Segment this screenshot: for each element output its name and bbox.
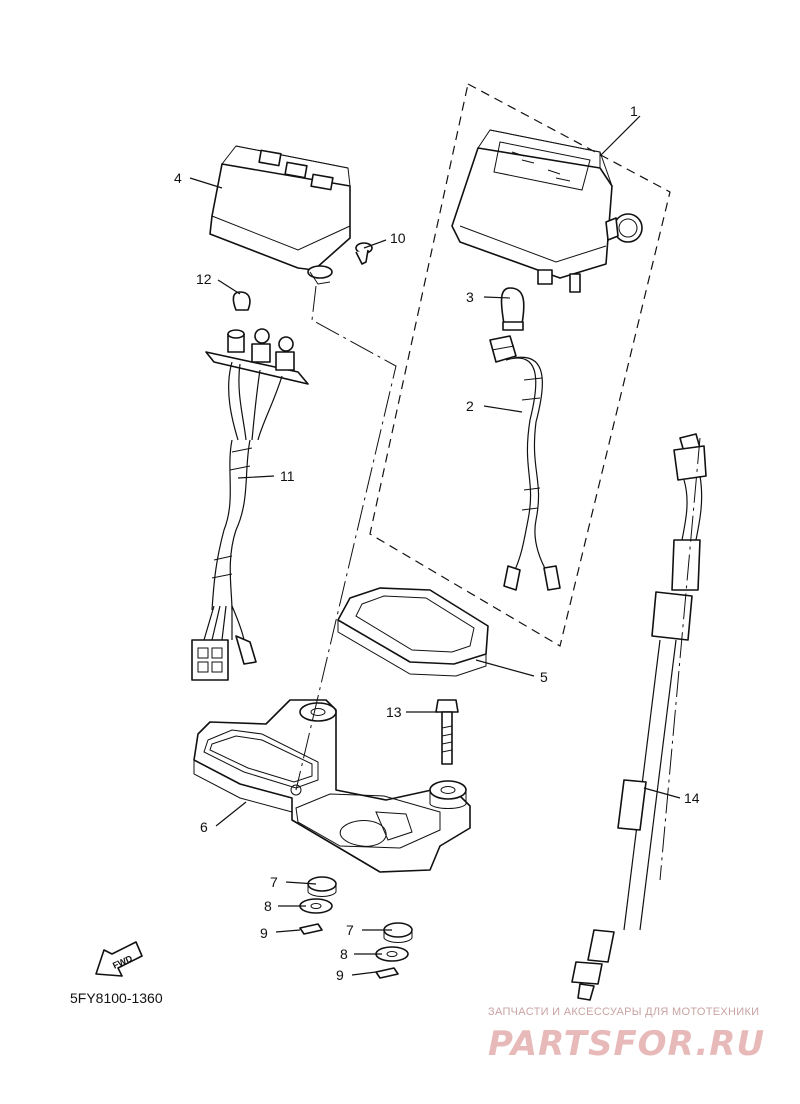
callout-7-left: 7: [270, 874, 278, 890]
callout-6: 6: [200, 819, 208, 835]
callout-14: 14: [684, 790, 700, 806]
harness-part-11: [191, 328, 309, 681]
mounting-line: [295, 285, 397, 791]
callout-4: 4: [174, 170, 182, 186]
cable-route-line: [659, 437, 701, 881]
callout-11: 11: [280, 468, 295, 484]
callout-5: 5: [540, 669, 548, 685]
assembly-boundary: [369, 83, 671, 647]
catalog-code: 5FY8100-1360: [70, 990, 163, 1006]
callout-7-right: 7: [346, 922, 354, 938]
watermark-caption: ЗАПЧАСТИ И АКСЕССУАРЫ ДЛЯ МОТОТЕХНИКИ: [488, 1006, 760, 1018]
watermark-logo: PARTSFOR.RU: [488, 1024, 766, 1064]
forward-arrow-icon: FWD: [95, 941, 143, 977]
callout-10: 10: [390, 230, 406, 246]
callout-2: 2: [466, 398, 474, 414]
meter-assembly-part-1: [451, 129, 643, 293]
callout-9-right: 9: [336, 967, 344, 983]
callout-8-left: 8: [264, 898, 272, 914]
grommet-set-right: [375, 922, 413, 979]
callout-9-left: 9: [260, 925, 268, 941]
callout-3: 3: [466, 289, 474, 305]
bracket-part-6: [193, 699, 471, 873]
callout-8-right: 8: [340, 946, 348, 962]
callout-12: 12: [196, 271, 212, 287]
callout-1: 1: [630, 103, 638, 119]
cable-part-14: [571, 433, 707, 1001]
seal-part-5: [337, 587, 489, 677]
bulb-part-3: [500, 287, 525, 331]
bolt-part-13: [435, 699, 459, 765]
callout-13: 13: [386, 704, 402, 720]
socket-cord-part-2: [489, 335, 561, 591]
bulb-part-12: [232, 291, 251, 311]
indicator-case-part-4: [209, 145, 351, 285]
leader-lines: [189, 115, 681, 976]
